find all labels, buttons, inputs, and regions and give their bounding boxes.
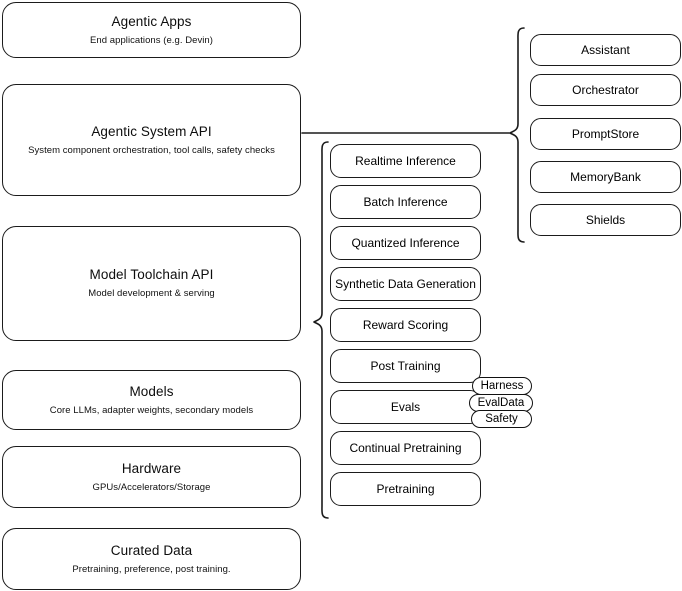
agentic-item-label: Assistant xyxy=(581,42,630,57)
eval-badge-label: EvalData xyxy=(477,397,525,409)
toolchain-item-label: Realtime Inference xyxy=(355,153,456,168)
agentic-item-label: Orchestrator xyxy=(572,82,639,97)
eval-badge-label: Safety xyxy=(485,413,518,425)
layer-box-agentic-system-api[interactable]: Agentic System API System component orch… xyxy=(2,84,301,196)
eval-badge-harness[interactable]: Harness xyxy=(472,377,532,395)
agentic-item-shields[interactable]: Shields xyxy=(530,204,681,236)
toolchain-item-label: Batch Inference xyxy=(363,194,448,209)
layer-subtitle: GPUs/Accelerators/Storage xyxy=(92,481,211,493)
layer-title: Model Toolchain API xyxy=(89,267,214,283)
brace-toolchain-column xyxy=(313,141,329,519)
layer-title: Agentic Apps xyxy=(111,13,192,29)
toolchain-item-reward-scoring[interactable]: Reward Scoring xyxy=(330,308,481,342)
layer-box-hardware[interactable]: Hardware GPUs/Accelerators/Storage xyxy=(2,446,301,508)
brace-agentic-column xyxy=(509,27,525,243)
toolchain-item-post-training[interactable]: Post Training xyxy=(330,349,481,383)
layer-box-curated-data[interactable]: Curated Data Pretraining, preference, po… xyxy=(2,528,301,590)
toolchain-item-quantized-inference[interactable]: Quantized Inference xyxy=(330,226,481,260)
toolchain-item-label: Quantized Inference xyxy=(351,235,460,250)
agentic-item-memorybank[interactable]: MemoryBank xyxy=(530,161,681,193)
toolchain-item-continual-pretraining[interactable]: Continual Pretraining xyxy=(330,431,481,465)
agentic-item-label: Shields xyxy=(585,212,626,227)
layer-box-agentic-apps[interactable]: Agentic Apps End applications (e.g. Devi… xyxy=(2,2,301,58)
toolchain-item-label: Post Training xyxy=(370,358,441,373)
toolchain-item-batch-inference[interactable]: Batch Inference xyxy=(330,185,481,219)
layer-title: Hardware xyxy=(121,460,182,476)
layer-subtitle: End applications (e.g. Devin) xyxy=(90,34,213,46)
layer-subtitle: Core LLMs, adapter weights, secondary mo… xyxy=(49,404,254,416)
toolchain-item-pretraining[interactable]: Pretraining xyxy=(330,472,481,506)
agentic-item-assistant[interactable]: Assistant xyxy=(530,34,681,66)
toolchain-item-label: Continual Pretraining xyxy=(349,440,462,455)
layer-title: Agentic System API xyxy=(91,123,212,139)
agentic-item-orchestrator[interactable]: Orchestrator xyxy=(530,74,681,106)
toolchain-item-realtime-inference[interactable]: Realtime Inference xyxy=(330,144,481,178)
layer-box-models[interactable]: Models Core LLMs, adapter weights, secon… xyxy=(2,370,301,430)
layer-subtitle: System component orchestration, tool cal… xyxy=(28,144,275,156)
layer-box-model-toolchain-api[interactable]: Model Toolchain API Model development & … xyxy=(2,226,301,341)
eval-badge-label: Harness xyxy=(480,380,524,392)
toolchain-item-evals[interactable]: Evals xyxy=(330,390,481,424)
toolchain-item-label: Synthetic Data Generation xyxy=(335,276,476,291)
layer-subtitle: Pretraining, preference, post training. xyxy=(72,563,231,575)
layer-subtitle: Model development & serving xyxy=(88,288,215,299)
toolchain-item-synthetic-data-generation[interactable]: Synthetic Data Generation xyxy=(330,267,481,301)
agentic-item-label: PromptStore xyxy=(571,126,640,141)
layer-title: Models xyxy=(129,383,174,399)
toolchain-item-label: Pretraining xyxy=(376,481,435,496)
eval-badge-safety[interactable]: Safety xyxy=(471,410,532,428)
toolchain-item-label: Evals xyxy=(390,399,421,414)
layer-title: Curated Data xyxy=(110,542,193,558)
toolchain-item-label: Reward Scoring xyxy=(362,317,449,332)
agentic-item-label: MemoryBank xyxy=(570,169,641,184)
agentic-item-promptstore[interactable]: PromptStore xyxy=(530,118,681,150)
